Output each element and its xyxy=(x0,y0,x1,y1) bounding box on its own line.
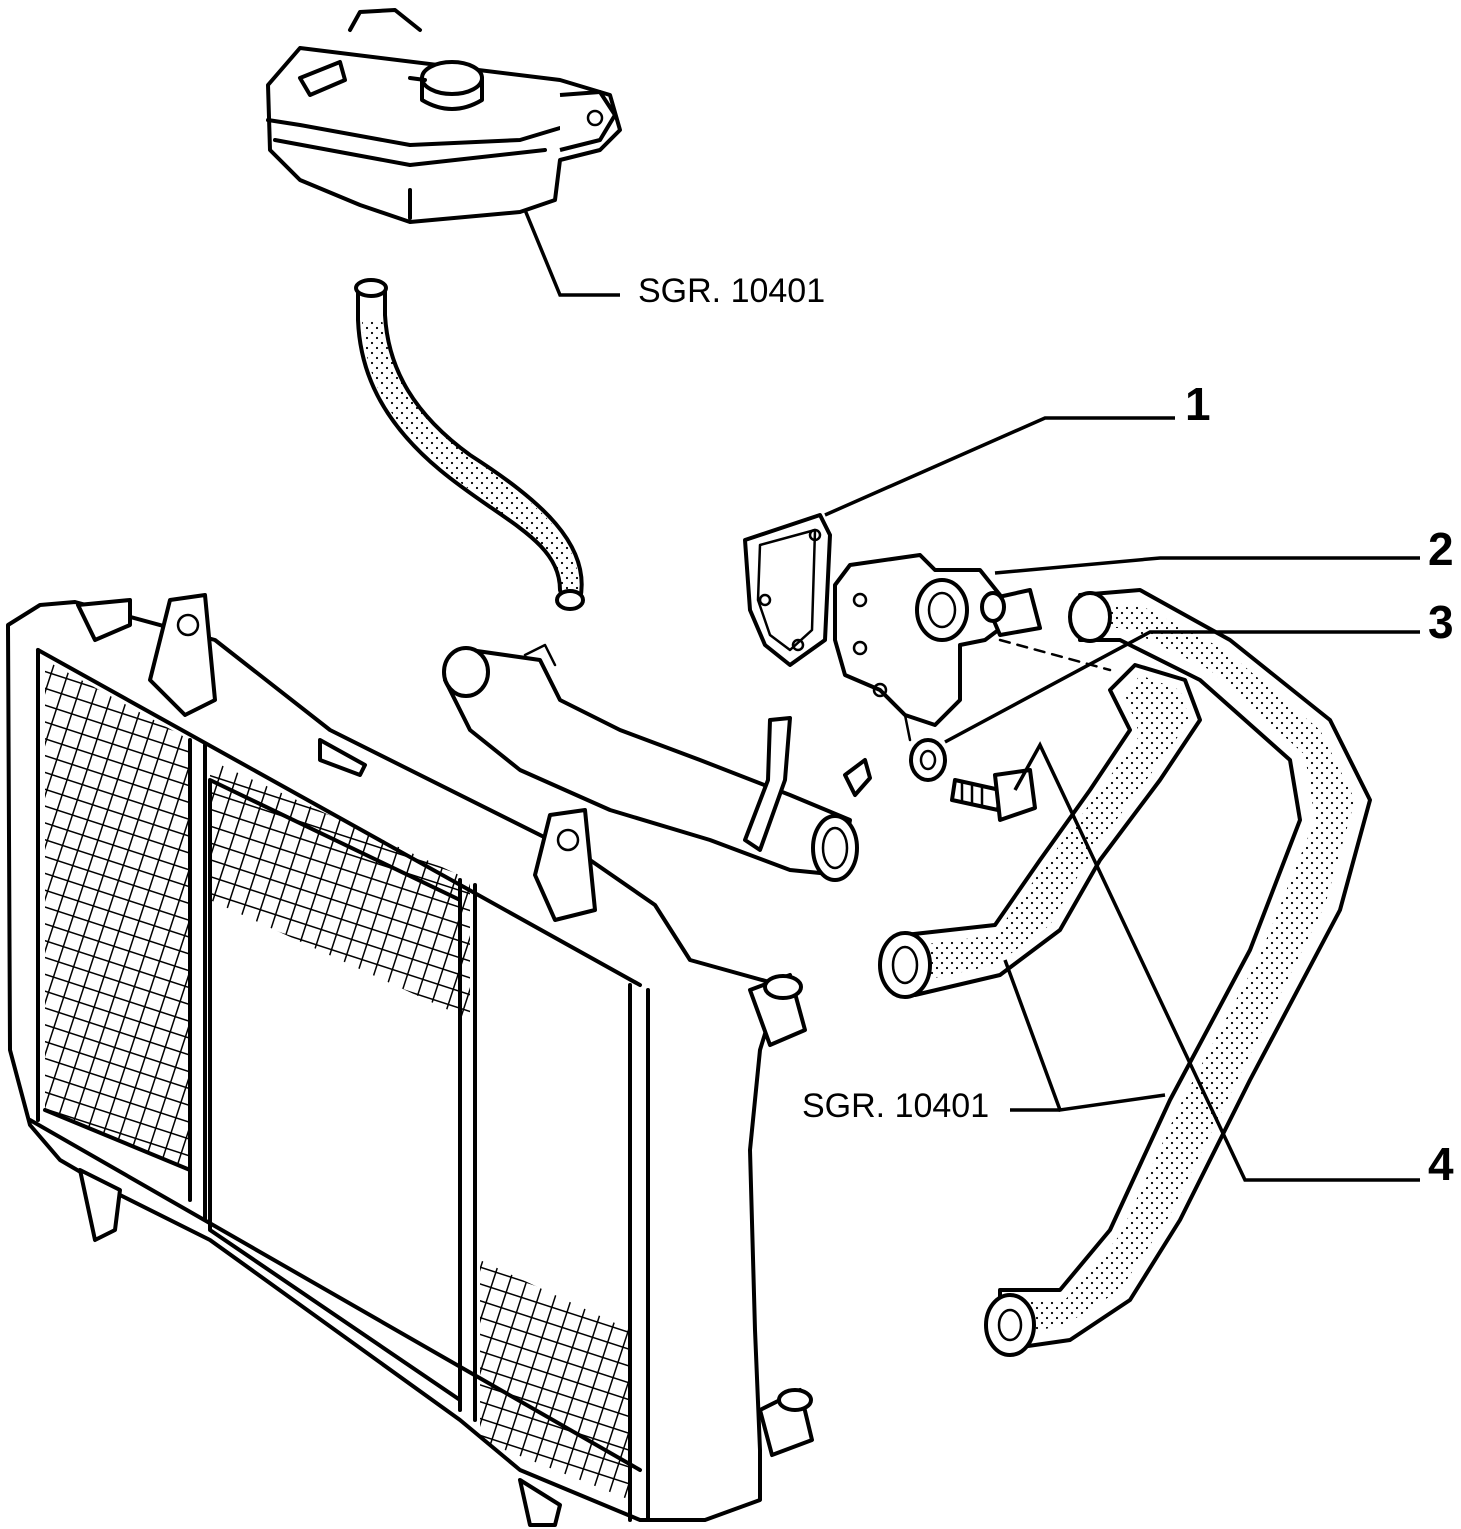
callout-3-leader xyxy=(944,630,1420,744)
lower-hose-short xyxy=(878,663,1202,999)
expansion-tank xyxy=(266,8,622,224)
vent-hose xyxy=(354,278,585,611)
lower-hose-long xyxy=(984,588,1372,1357)
hose-ref-leader xyxy=(1003,959,1166,1112)
tank-ref-leader xyxy=(523,209,620,297)
thermostat-housing-part-2 xyxy=(833,553,1042,742)
gasket-part-1 xyxy=(743,513,832,667)
radiator-pipe xyxy=(442,643,872,882)
callout-4-leader xyxy=(1013,741,1420,1182)
callout-2-number: 2 xyxy=(1428,523,1454,575)
callout-4-number: 4 xyxy=(1428,1138,1454,1190)
washer-part-3 xyxy=(909,738,947,782)
callout-1-number: 1 xyxy=(1185,378,1211,430)
tank-reference-label: SGR. 10401 xyxy=(638,272,825,310)
hose-reference-label: SGR. 10401 xyxy=(802,1087,989,1125)
callout-1-leader xyxy=(824,416,1175,517)
bolt-part-4 xyxy=(950,768,1037,822)
callout-2-leader xyxy=(994,556,1420,575)
callout-3-number: 3 xyxy=(1428,596,1454,648)
assembly-dash-line xyxy=(998,638,1112,672)
radiator xyxy=(6,593,814,1527)
